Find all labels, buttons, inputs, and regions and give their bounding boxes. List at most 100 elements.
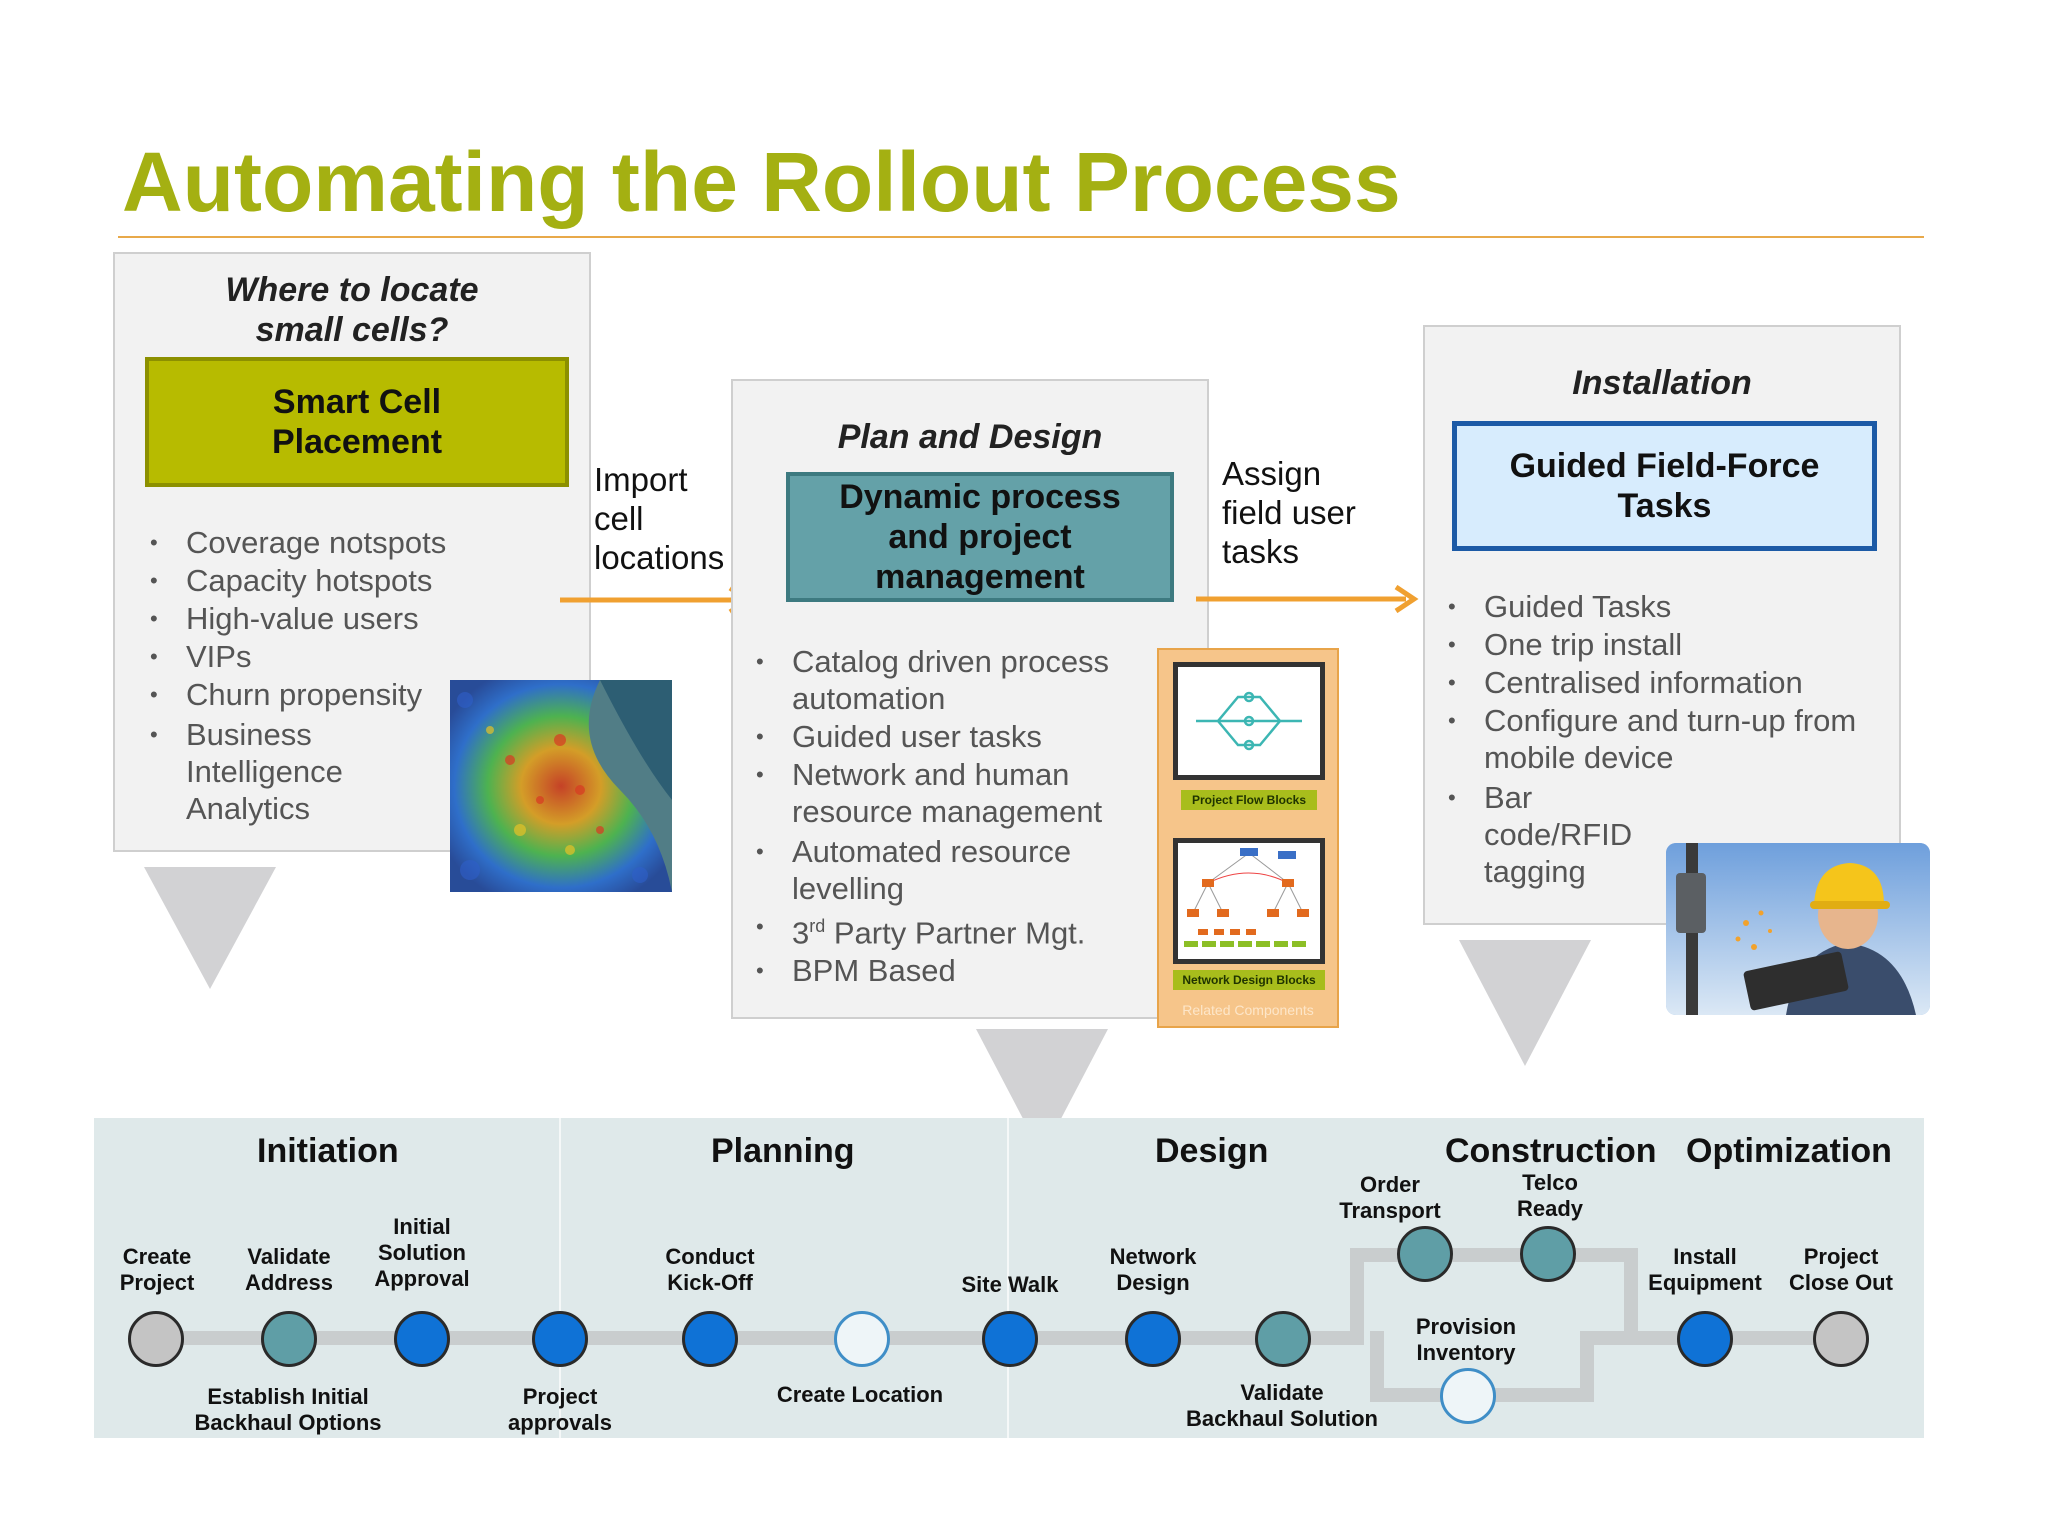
step-text: Validate	[247, 1244, 331, 1269]
step-text: Telco	[1522, 1170, 1578, 1195]
panel-mid-bullets: Catalog driven process automation Guided…	[754, 643, 1139, 990]
list-item: Capacity hotspots	[148, 562, 448, 599]
step-text: Design	[1116, 1270, 1190, 1295]
panel-left-header: Where to locate small cells?	[115, 270, 589, 350]
node-create-project[interactable]	[128, 1311, 184, 1367]
arrow2-line2: field user	[1222, 494, 1356, 531]
arrow2-line1: Assign	[1222, 455, 1322, 492]
partner-number: 3	[792, 915, 810, 951]
step-text: Approval	[374, 1266, 470, 1291]
panel-left-bullets: Coverage notspots Capacity hotspots High…	[148, 524, 448, 828]
right-down-triangle	[1459, 940, 1591, 1066]
step-text: Solution	[378, 1240, 466, 1265]
arrow1-line3: locations	[594, 539, 725, 576]
arrow1-line1: Import	[594, 461, 688, 498]
node-validate-backhaul[interactable]	[1255, 1311, 1311, 1367]
arrow-import-icon	[560, 586, 753, 614]
list-item: High-value users	[148, 600, 448, 637]
list-item: BPM Based	[754, 952, 1139, 989]
step-text: Project	[119, 1270, 195, 1295]
node-initial-solution-approval[interactable]	[394, 1311, 450, 1367]
node-create-location[interactable]	[834, 1311, 890, 1367]
step-label-network-design: Network Design	[1093, 1244, 1213, 1296]
step-text: Inventory	[1416, 1340, 1516, 1365]
step-label-project-close-out: Project Close Out	[1779, 1244, 1903, 1296]
step-text: Address	[244, 1270, 334, 1295]
node-install-equipment[interactable]	[1677, 1311, 1733, 1367]
step-label-provision-inventory: Provision Inventory	[1406, 1314, 1526, 1366]
phase-initiation: Initiation	[257, 1132, 399, 1170]
list-item: Churn propensity	[148, 676, 448, 713]
smart-cell-box-line2: Placement	[271, 423, 443, 461]
node-site-walk[interactable]	[982, 1311, 1038, 1367]
phase-optimization: Optimization	[1686, 1132, 1892, 1170]
list-item: One trip install	[1446, 626, 1866, 663]
panel-left-header-line1: Where to locate	[225, 271, 479, 309]
step-text: Provision	[1415, 1314, 1517, 1339]
step-text: Initial	[393, 1214, 451, 1239]
step-text: Create	[122, 1244, 192, 1269]
page-title: Automating the Rollout Process	[122, 135, 1401, 229]
step-text: Establish Initial	[207, 1384, 369, 1409]
field-worker-photo	[1666, 843, 1930, 1015]
arrow-label-assign: Assign field user tasks	[1222, 454, 1356, 571]
dynamic-box-line2: and project	[888, 518, 1072, 556]
node-project-close-out[interactable]	[1813, 1311, 1869, 1367]
step-text: Transport	[1339, 1198, 1441, 1223]
related-components-panel: Project Flow Blocks	[1157, 648, 1339, 1028]
list-item: Automated resource levelling	[754, 833, 1092, 907]
list-item: Guided user tasks	[754, 718, 1139, 755]
step-label-project-approvals: Project approvals	[500, 1384, 620, 1436]
construction-loop-left-bottom	[1370, 1331, 1384, 1401]
construction-loop-right-bottom	[1580, 1331, 1594, 1401]
arrow2-line3: tasks	[1222, 533, 1300, 570]
related-components-footer: Related Components	[1182, 1002, 1314, 1018]
project-flow-label: Project Flow Blocks	[1181, 790, 1317, 810]
step-label-conduct-kickoff: Conduct Kick-Off	[650, 1244, 770, 1296]
smart-cell-placement-box: Smart Cell Placement	[145, 357, 569, 487]
step-text: Backhaul Options	[194, 1410, 382, 1435]
node-network-design[interactable]	[1125, 1311, 1181, 1367]
smart-cell-box-line1: Smart Cell	[272, 383, 442, 421]
phase-planning: Planning	[711, 1132, 855, 1170]
node-order-transport[interactable]	[1397, 1226, 1453, 1282]
node-provision-inventory[interactable]	[1440, 1368, 1496, 1424]
node-conduct-kickoff[interactable]	[682, 1311, 738, 1367]
phase-divider	[1007, 1118, 1009, 1438]
step-text: approvals	[508, 1410, 612, 1435]
node-project-approvals[interactable]	[532, 1311, 588, 1367]
step-label-telco-ready: Telco Ready	[1500, 1170, 1600, 1222]
panel-right-bullets: Guided Tasks One trip install Centralise…	[1446, 588, 1866, 891]
panel-right-header: Installation	[1572, 364, 1752, 402]
step-text: Install	[1673, 1244, 1737, 1269]
project-flow-thumbnail	[1173, 662, 1325, 780]
dynamic-process-box: Dynamic process and project management	[786, 472, 1174, 602]
step-label-site-walk: Site Walk	[950, 1272, 1070, 1298]
guided-box-line2: Tasks	[1617, 487, 1712, 525]
dynamic-box-line3: management	[875, 558, 1085, 596]
list-item: Catalog driven process automation	[754, 643, 1139, 717]
list-item: 3rd Party Partner Mgt.	[754, 908, 1139, 951]
step-label-create-location: Create Location	[770, 1382, 950, 1408]
timeline-track	[156, 1331, 1363, 1345]
step-text: Validate	[1240, 1380, 1324, 1405]
left-down-triangle	[144, 867, 276, 989]
list-item: VIPs	[148, 638, 448, 675]
guided-field-force-box: Guided Field-Force Tasks	[1452, 421, 1877, 551]
step-text: Close Out	[1789, 1270, 1893, 1295]
list-item: Centralised information	[1446, 664, 1866, 701]
list-item: Guided Tasks	[1446, 588, 1866, 625]
node-telco-ready[interactable]	[1520, 1226, 1576, 1282]
step-label-validate-address: Validate Address	[234, 1244, 344, 1296]
step-text: Equipment	[1648, 1270, 1762, 1295]
phase-construction: Construction	[1445, 1132, 1657, 1170]
list-item: Network and human resource management	[754, 756, 1139, 830]
panel-mid-header: Plan and Design	[837, 418, 1103, 456]
list-item: Business Intelligence Analytics	[148, 716, 396, 827]
step-text: Conduct	[665, 1244, 755, 1269]
step-label-establish-backhaul: Establish Initial Backhaul Options	[183, 1384, 393, 1436]
dynamic-box-line1: Dynamic process	[839, 478, 1121, 516]
phase-design: Design	[1155, 1132, 1269, 1170]
node-validate-address[interactable]	[261, 1311, 317, 1367]
step-label-order-transport: Order Transport	[1330, 1172, 1450, 1224]
